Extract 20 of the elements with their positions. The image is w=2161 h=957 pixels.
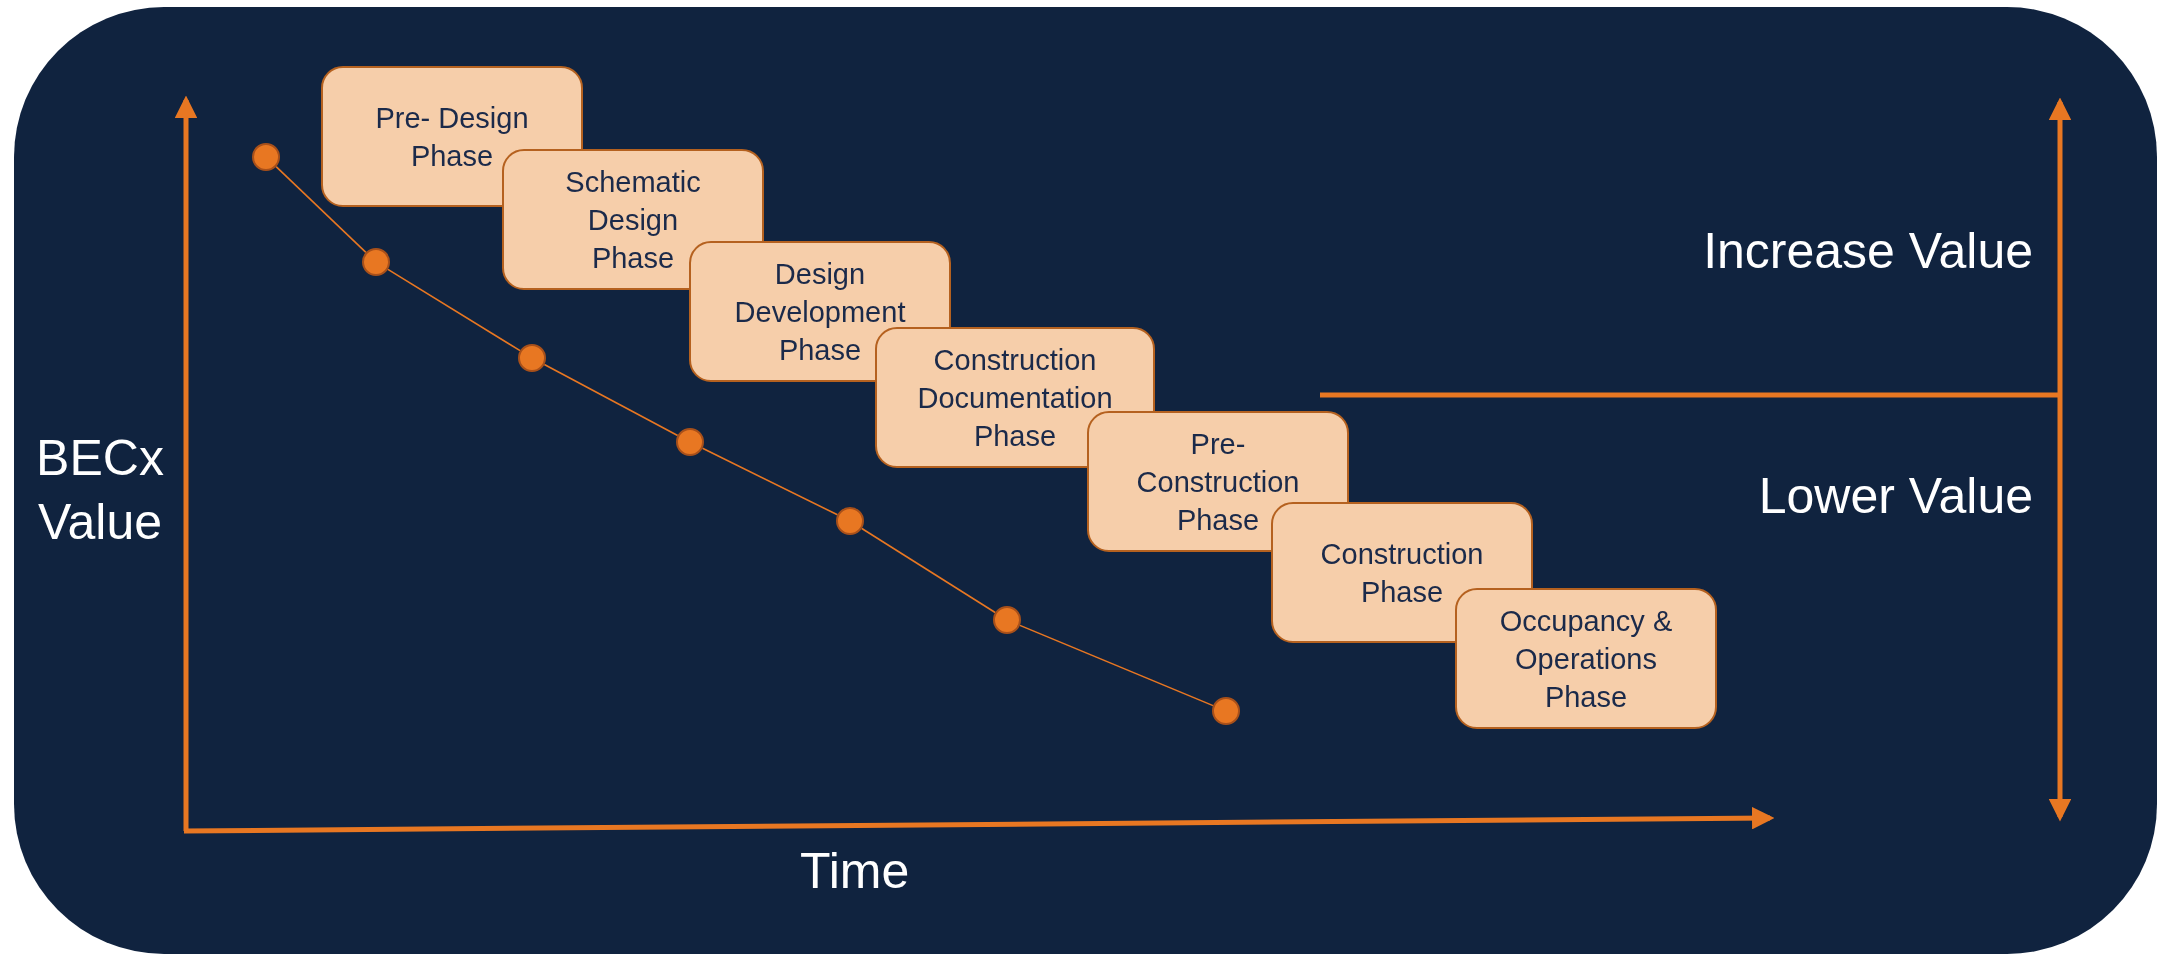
phase-box — [502, 149, 764, 290]
connector-line — [543, 363, 679, 437]
connector-line — [701, 447, 839, 516]
phase-label: Occupancy & Operations Phase — [1498, 603, 1674, 715]
connector-line — [1019, 624, 1214, 707]
phase-label: Pre- Construction Phase — [1135, 426, 1301, 538]
connector-line — [861, 527, 996, 614]
phase-label: Design Development Phase — [733, 256, 907, 368]
connector-line — [275, 165, 367, 254]
axis-label: Lower Value — [1758, 467, 2033, 526]
phase-label: Construction Phase — [1319, 536, 1485, 610]
phase-box — [1455, 588, 1717, 729]
connector-line — [387, 268, 521, 352]
axis-label: Time — [800, 842, 910, 901]
phase-label: Pre- Design Phase — [374, 100, 530, 174]
phase-label: Schematic Design Phase — [564, 164, 702, 276]
phase-box — [875, 327, 1155, 468]
phase-label: Construction Documentation Phase — [916, 342, 1114, 454]
axis-label: Increase Value — [1703, 222, 2033, 281]
axis-label: BECx Value — [35, 429, 165, 552]
